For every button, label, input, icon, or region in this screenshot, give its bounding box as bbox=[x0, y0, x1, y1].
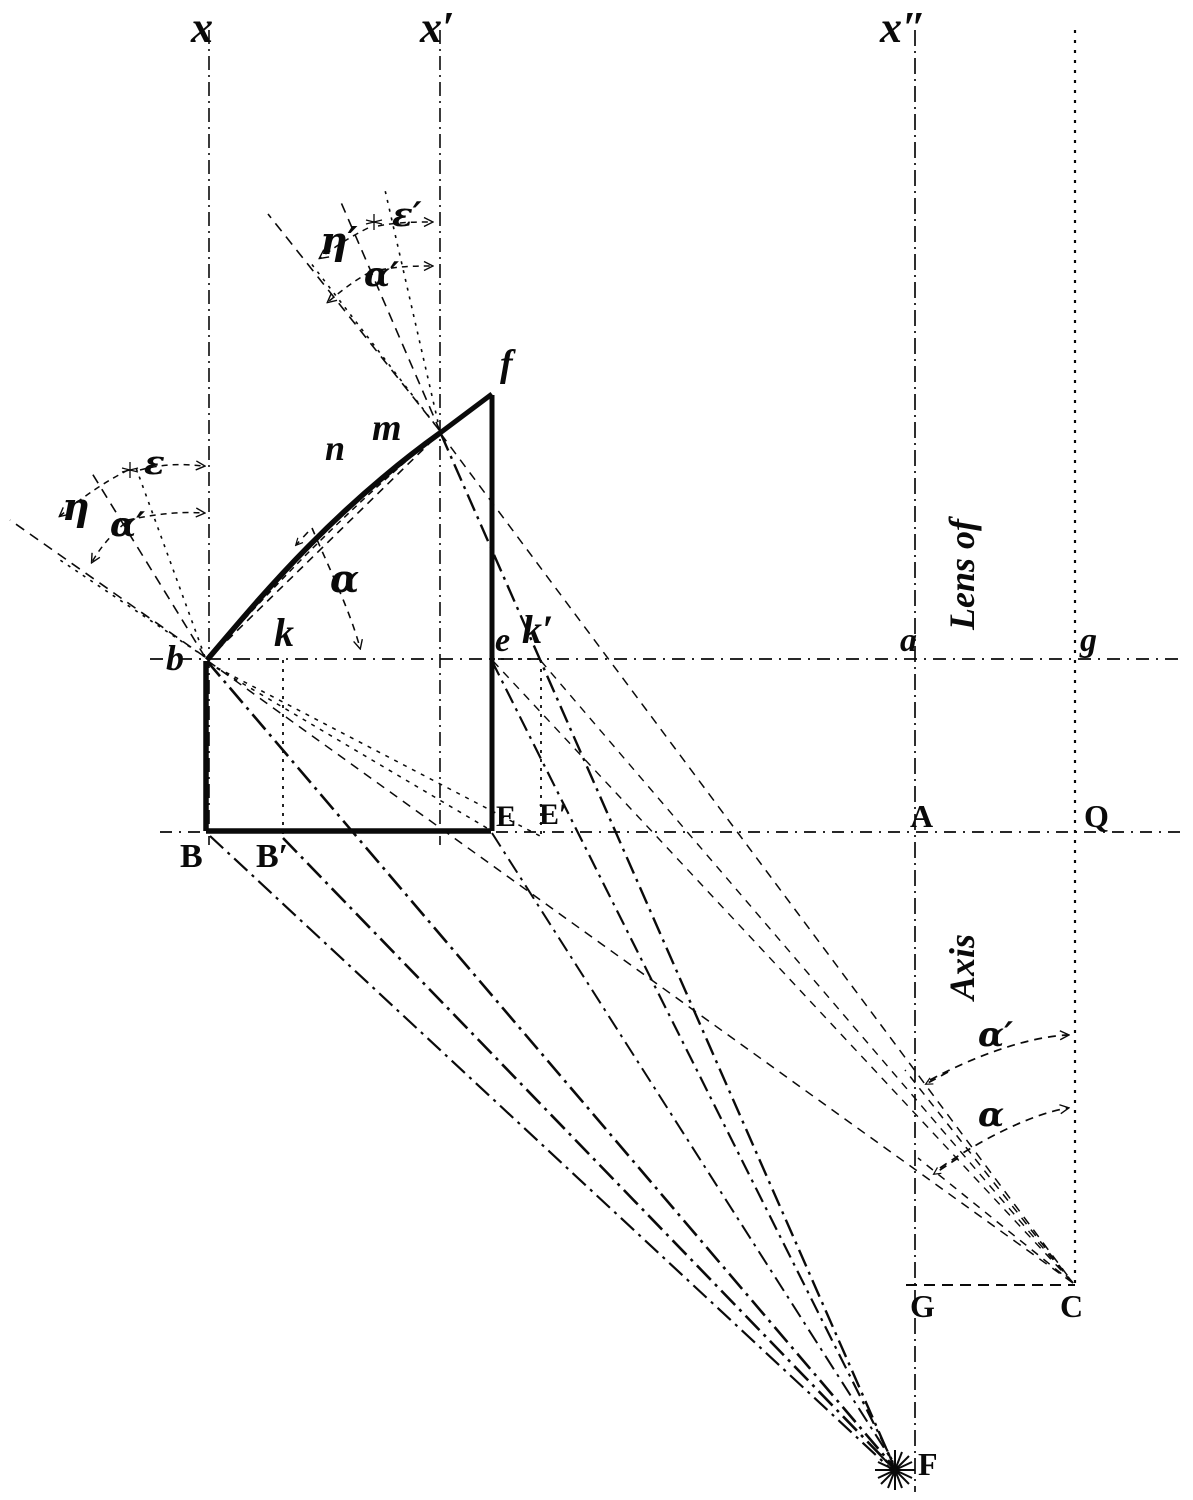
chord-b-n bbox=[206, 434, 438, 661]
label-point-e: e bbox=[495, 622, 511, 659]
label-point-f: f bbox=[500, 343, 513, 385]
label-point-G: G bbox=[910, 1288, 935, 1324]
chord-b-m bbox=[206, 432, 441, 661]
label-lens-of: Lens of bbox=[942, 519, 982, 630]
line-m-to-C bbox=[440, 433, 1074, 1284]
ray-Bprime-to-F bbox=[282, 837, 894, 1469]
label-point-Q: Q bbox=[1084, 798, 1109, 834]
angle-arc-alpha-lower bbox=[939, 1108, 1068, 1169]
angle-arrow-alpha-prime-mid bbox=[379, 266, 432, 270]
label-point-b: b bbox=[166, 638, 184, 678]
angle-arc-alpha-prime-lower-tail bbox=[926, 1071, 949, 1084]
label-axis-x: x bbox=[191, 3, 213, 52]
label-point-g: g bbox=[1080, 622, 1097, 659]
angle-fan-mid bbox=[267, 189, 441, 432]
label-axis-x-double-prime: x″ bbox=[880, 3, 927, 52]
angle-arc-alpha-center bbox=[311, 527, 360, 648]
label-point-C: C bbox=[1060, 1288, 1084, 1324]
angle-arc-alpha-prime-lower bbox=[929, 1035, 1068, 1081]
label-angle-alpha-prime-left: α′ bbox=[110, 505, 146, 545]
angle-arc-alpha-center-2 bbox=[296, 531, 309, 545]
label-angle-alpha-prime-lower-right: α′ bbox=[978, 1015, 1014, 1055]
label-angle-alpha-center: α bbox=[330, 556, 360, 601]
label-angle-alpha-lower-right: α bbox=[978, 1095, 1005, 1135]
line-k-prime-to-C bbox=[540, 660, 1074, 1284]
label-point-F: F bbox=[918, 1446, 938, 1482]
label-axis-x-prime: x′ bbox=[420, 3, 455, 52]
label-point-n: n bbox=[325, 428, 346, 468]
line-e-to-C bbox=[492, 660, 1074, 1284]
focus-starburst-F bbox=[875, 1450, 915, 1490]
label-point-k-prime: k′ bbox=[522, 607, 554, 652]
dotted-ray-b-right bbox=[207, 662, 493, 832]
ray-C-to-upper-left-2 bbox=[917, 1157, 1074, 1284]
segment-m-f bbox=[438, 392, 494, 435]
dotted-ray-b-to-Eprime bbox=[207, 662, 541, 837]
ray-f-to-F bbox=[439, 433, 895, 1465]
vertex-star-mid bbox=[365, 214, 383, 230]
angle-fan-left bbox=[9, 464, 206, 658]
label-angle-eta-left: η bbox=[62, 484, 90, 529]
ray-C-to-upper-left-1 bbox=[904, 1069, 1074, 1284]
vertex-star-left bbox=[121, 462, 139, 478]
label-angle-epsilon-prime-mid: ε′ bbox=[392, 195, 422, 235]
label-angle-alpha-prime-mid: α′ bbox=[364, 255, 400, 295]
angle-arrow-eta-left bbox=[60, 469, 129, 516]
label-angle-epsilon-left: ε bbox=[144, 443, 165, 483]
line-b-to-C bbox=[207, 660, 1074, 1284]
angle-arrow-epsilon-prime bbox=[377, 222, 432, 226]
label-point-E: E bbox=[496, 800, 517, 833]
label-axis: Axis bbox=[942, 933, 982, 1000]
angle-arrow-epsilon-left bbox=[139, 465, 204, 471]
ray-B-to-F bbox=[209, 835, 893, 1471]
angle-arrow-eta-left-2 bbox=[92, 522, 126, 562]
ray-e-down-to-F bbox=[491, 660, 894, 1463]
angle-arc-alpha-lower-tail bbox=[934, 1157, 959, 1174]
label-point-a: a bbox=[900, 622, 917, 659]
label-point-B-prime: B′ bbox=[256, 838, 289, 875]
ray-b-to-F bbox=[206, 660, 894, 1467]
angle-arrow-eta-prime-2 bbox=[328, 271, 371, 302]
label-angle-eta-prime-mid: η′ bbox=[320, 218, 358, 263]
angle-arrow-alpha-left bbox=[127, 513, 204, 521]
angle-arrow-eta-prime bbox=[320, 227, 369, 258]
label-point-B: B bbox=[180, 838, 203, 875]
label-point-m: m bbox=[372, 407, 402, 449]
ray-E-to-F bbox=[491, 832, 894, 1463]
label-point-E-prime: E′ bbox=[539, 798, 568, 831]
label-point-A: A bbox=[910, 798, 934, 834]
curve-b-m bbox=[204, 430, 442, 662]
label-point-k: k bbox=[274, 610, 294, 655]
